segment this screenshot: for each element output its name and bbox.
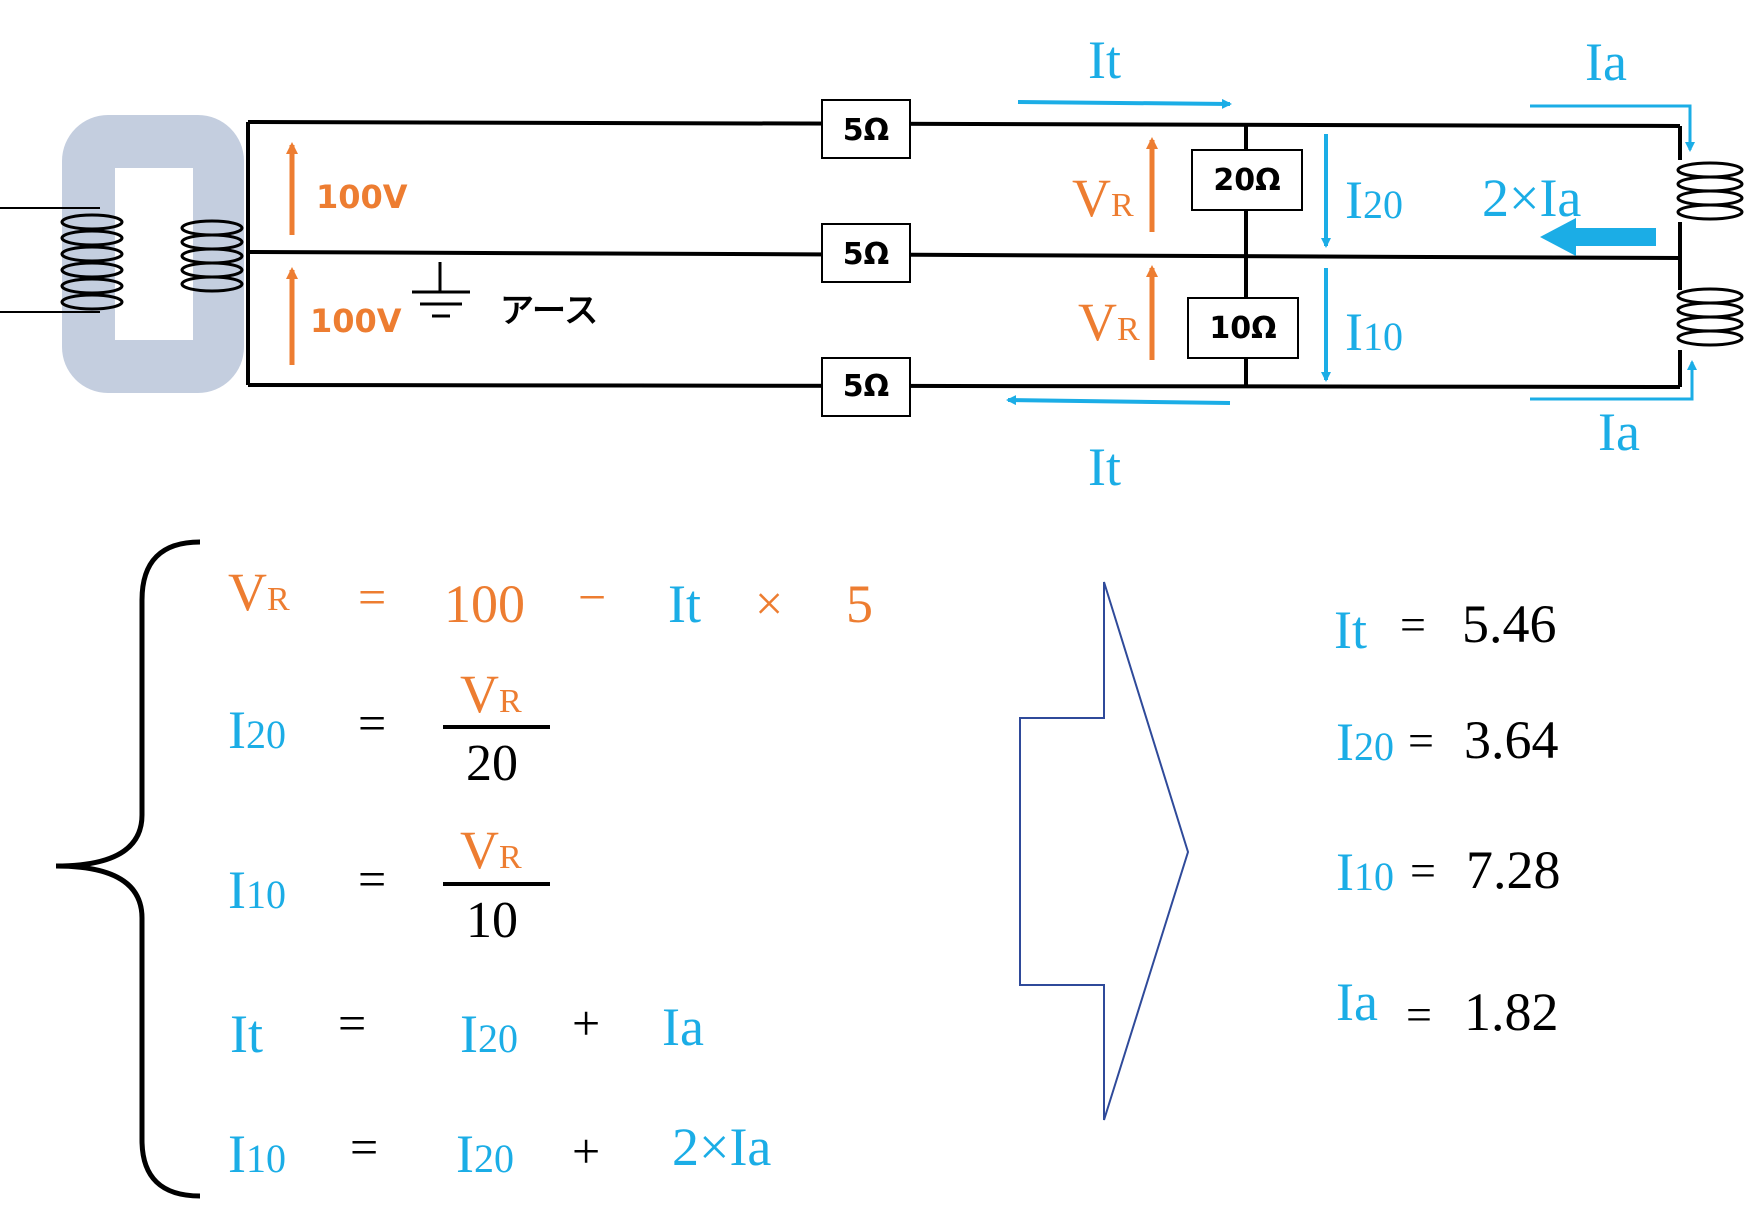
svg-text:=: =: [1408, 715, 1434, 766]
earth-icon: [412, 262, 470, 318]
transformer-window: [115, 168, 193, 340]
load-resistor-20: 20Ω: [1191, 149, 1303, 211]
equation-3: I10 = VR 10: [228, 820, 550, 949]
voltage-upper-label: 100V: [316, 178, 408, 216]
ia-bottom-arrow: [1530, 360, 1697, 401]
equation-2: I20 = VR 20: [228, 664, 550, 792]
resistor-bot-label: 5Ω: [843, 369, 889, 404]
two-ia-arrow: [1540, 218, 1656, 256]
wire-mid: [247, 250, 1681, 260]
svg-text:I20: I20: [460, 1004, 518, 1064]
i10-label: I10: [1345, 302, 1403, 362]
svg-text:=: =: [358, 851, 386, 907]
load-resistor-20-label: 20Ω: [1213, 163, 1280, 198]
svg-text:I20: I20: [456, 1124, 514, 1184]
svg-text:100: 100: [444, 574, 525, 634]
svg-text:+: +: [572, 995, 600, 1051]
result-ia: Ia = 1.82: [1336, 972, 1559, 1042]
svg-text:Ia: Ia: [662, 997, 704, 1057]
svg-text:I10: I10: [228, 860, 286, 920]
svg-text:−: −: [578, 569, 606, 625]
svg-text:1.82: 1.82: [1464, 982, 1559, 1042]
svg-text:×: ×: [755, 575, 783, 631]
earth-label: アース: [500, 291, 598, 331]
svg-text:It: It: [230, 1004, 263, 1064]
svg-text:+: +: [572, 1123, 600, 1179]
svg-text:VR: VR: [460, 820, 522, 880]
svg-text:VR: VR: [460, 664, 522, 724]
ia-top-arrow: [1530, 104, 1695, 152]
svg-text:=: =: [1400, 599, 1426, 650]
it-bottom-arrow: [1006, 395, 1231, 406]
implies-arrow-icon: [1019, 581, 1190, 1121]
load-resistor-10-label: 10Ω: [1209, 311, 1276, 346]
wire-top: [247, 120, 1681, 128]
result-it: It = 5.46: [1334, 594, 1557, 660]
svg-text:2×Ia: 2×Ia: [672, 1117, 771, 1177]
it-top-label: It: [1088, 30, 1121, 90]
svg-text:It: It: [668, 574, 701, 634]
svg-text:10: 10: [466, 892, 518, 949]
wire-bot: [247, 383, 1681, 389]
svg-text:I10: I10: [1336, 842, 1394, 902]
voltage-lower-label: 100V: [310, 302, 402, 340]
resistor-mid-label: 5Ω: [843, 237, 889, 272]
two-ia-label: 2×Ia: [1482, 168, 1581, 228]
resistor-bot: 5Ω: [821, 357, 911, 417]
svg-text:5.46: 5.46: [1462, 594, 1557, 654]
svg-text:=: =: [358, 569, 386, 625]
svg-text:=: =: [338, 995, 366, 1051]
svg-text:20: 20: [466, 735, 518, 792]
svg-text:I20: I20: [1336, 712, 1394, 772]
resistor-top-label: 5Ω: [843, 113, 889, 148]
secondary-coil-icon: [180, 219, 244, 293]
svg-text:7.28: 7.28: [1466, 840, 1561, 900]
equation-4: It = I20 + Ia: [230, 995, 704, 1064]
svg-text:=: =: [1410, 845, 1436, 896]
svg-text:5: 5: [846, 574, 873, 634]
svg-text:Ia: Ia: [1336, 972, 1378, 1032]
result-i20: I20 = 3.64: [1336, 710, 1559, 772]
result-i10: I10 = 7.28: [1336, 840, 1561, 902]
equation-1: VR = 100 − It × 5: [228, 562, 873, 634]
it-bottom-label: It: [1088, 437, 1121, 497]
svg-text:=: =: [358, 695, 386, 751]
load-coil-upper-icon: [1676, 161, 1744, 221]
primary-coil-icon: [60, 213, 124, 311]
svg-text:VR: VR: [228, 562, 290, 622]
svg-text:=: =: [350, 1119, 378, 1175]
svg-text:It: It: [1334, 600, 1367, 660]
vr-lower-label: VR: [1078, 292, 1140, 352]
it-top-arrow: [1017, 98, 1232, 109]
ia-top-label: Ia: [1585, 32, 1627, 92]
resistor-mid: 5Ω: [821, 223, 911, 283]
svg-text:I20: I20: [228, 700, 286, 760]
load-resistor-10: 10Ω: [1187, 297, 1299, 359]
vr-upper-label: VR: [1072, 168, 1134, 228]
i20-label: I20: [1345, 170, 1403, 230]
wiring: [246, 120, 1682, 389]
svg-text:=: =: [1406, 989, 1432, 1040]
system-brace: [55, 539, 201, 1199]
load-coil-lower-icon: [1676, 287, 1744, 347]
svg-text:I10: I10: [228, 1124, 286, 1184]
ia-bottom-label: Ia: [1598, 402, 1640, 462]
equation-5: I10 = I20 + 2×Ia: [228, 1117, 771, 1184]
svg-text:3.64: 3.64: [1464, 710, 1559, 770]
transformer: [0, 115, 244, 393]
resistor-top: 5Ω: [821, 99, 911, 159]
